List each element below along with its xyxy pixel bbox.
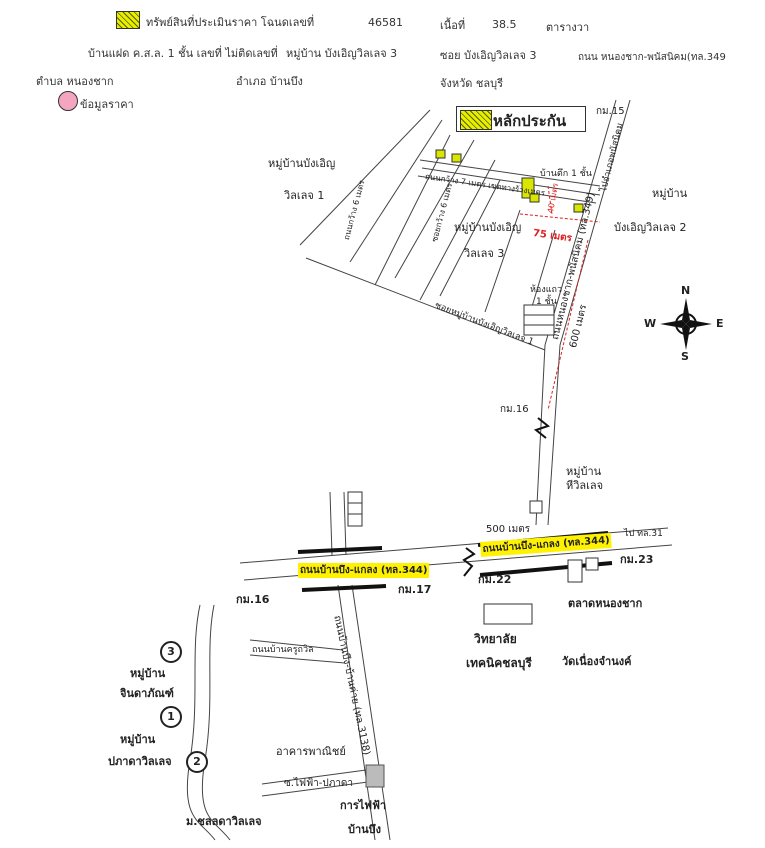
village1-label-a: หมู่บ้านบังเอิญ: [268, 157, 336, 170]
road-info: ถนน หนองชาก-พนัสนิคม(ทล.349: [578, 52, 726, 63]
commercial-label: อาคารพาณิชย์: [276, 745, 346, 758]
college-label-a: วิทยาลัย: [474, 632, 517, 646]
compass-rose: N S W E: [644, 284, 724, 363]
compass-s: S: [681, 350, 689, 363]
village2-label-a: หมู่บ้าน: [652, 187, 688, 200]
km17-label: กม.17: [398, 583, 432, 596]
road344-label-west: ถนนบ้านบึง-แกลง (ทล.344): [298, 563, 430, 578]
chonlada-label: ม.ชลลดาวิลเลจ: [186, 815, 262, 828]
tambon-info: ตำบล หนองชาก: [36, 75, 114, 88]
km15-label: กม.15: [596, 106, 625, 117]
marker-2: 2: [186, 751, 208, 773]
soi-kru-label: ถนนบ้านครูถวิล: [252, 645, 314, 655]
compass-n: N: [681, 284, 691, 297]
building-info: บ้านแฝด ค.ส.ล. 1 ชั้น เลขที่ ไม่ติดเลขที…: [88, 47, 278, 60]
collateral-swatch: [460, 110, 492, 130]
soi-pakda-label: ซ.ไฟฟ้า-ปภาดา: [284, 778, 354, 789]
road-349-edge-a: [559, 99, 631, 346]
house1-label: บ้านตึก 1 ชั้น: [540, 169, 592, 179]
area-value: 38.5: [492, 18, 517, 31]
village3-label-a: หมู่บ้านบังเอิญ: [454, 221, 522, 234]
village-h-label-a: หมู่บ้าน: [566, 465, 602, 478]
village-info: หมู่บ้าน บังเอิญวิลเลจ 3: [286, 47, 398, 60]
price-info-dot: [58, 91, 78, 111]
amphoe-info: อำเภอ บ้านบึง: [236, 75, 303, 88]
compass-e: E: [716, 317, 724, 330]
km16-label: กม.16: [236, 593, 270, 606]
marker-1: 1: [160, 706, 182, 728]
dist500-label: 500 เมตร: [486, 524, 531, 535]
jinda-label-b: จินดาภัณฑ์: [120, 687, 174, 700]
pea-label-b: บ้านบึง: [348, 823, 382, 836]
pea-label-a: การไฟฟ้า: [340, 799, 387, 812]
asset-label: ทรัพย์สินที่ประเมินราคา โฉนดเลขที่: [146, 16, 315, 29]
village2-label-b: บังเอิญวิลเลจ 2: [614, 221, 687, 234]
college-label-b: เทคนิคชลบุรี: [466, 656, 532, 670]
road-3138-edge-a: [337, 584, 376, 841]
shophouse-label-a: ห้องแถว: [530, 285, 563, 295]
province-info: จังหวัด ชลบุรี: [440, 77, 503, 90]
asset-legend-swatch: [116, 11, 140, 29]
soi-info: ซอย บังเอิญวิลเลจ 3: [440, 49, 537, 62]
marker-3: 3: [160, 641, 182, 663]
collateral-parcel: [521, 177, 535, 199]
market-label: ตลาดหนองชาก: [568, 597, 643, 610]
shophouse-label-b: 1 ชั้น: [536, 297, 557, 307]
pakda-label-a: หมู่บ้าน: [120, 733, 156, 746]
road-east-label: ไป ทล.31: [624, 529, 663, 539]
collateral-legend: หลักประกัน: [456, 106, 586, 132]
km16b-label: กม.16: [500, 404, 529, 415]
road-349-edge-b: [544, 99, 617, 346]
deed-number: 46581: [368, 16, 403, 29]
village3-label-b: วิลเลจ 3: [464, 247, 505, 260]
road-3138-edge-b: [351, 584, 391, 841]
village-h-label-b: หีวิลเลจ: [566, 479, 604, 492]
price-info-label: ข้อมูลราคา: [80, 98, 134, 111]
km22-label: กม.22: [478, 573, 512, 586]
area-unit: ตารางวา: [546, 21, 590, 34]
area-label: เนื้อที่: [440, 19, 466, 32]
pakda-label-b: ปภาดาวิลเลจ: [108, 755, 172, 768]
village-boundary-road: [305, 257, 546, 351]
collateral-legend-label: หลักประกัน: [493, 112, 567, 130]
jinda-label-a: หมู่บ้าน: [130, 667, 166, 680]
village1-label-b: วิลเลจ 1: [284, 189, 325, 202]
temple-label: วัดเนื่องจำนงค์: [562, 655, 632, 668]
compass-w: W: [644, 317, 657, 330]
km23-label: กม.23: [620, 553, 654, 566]
